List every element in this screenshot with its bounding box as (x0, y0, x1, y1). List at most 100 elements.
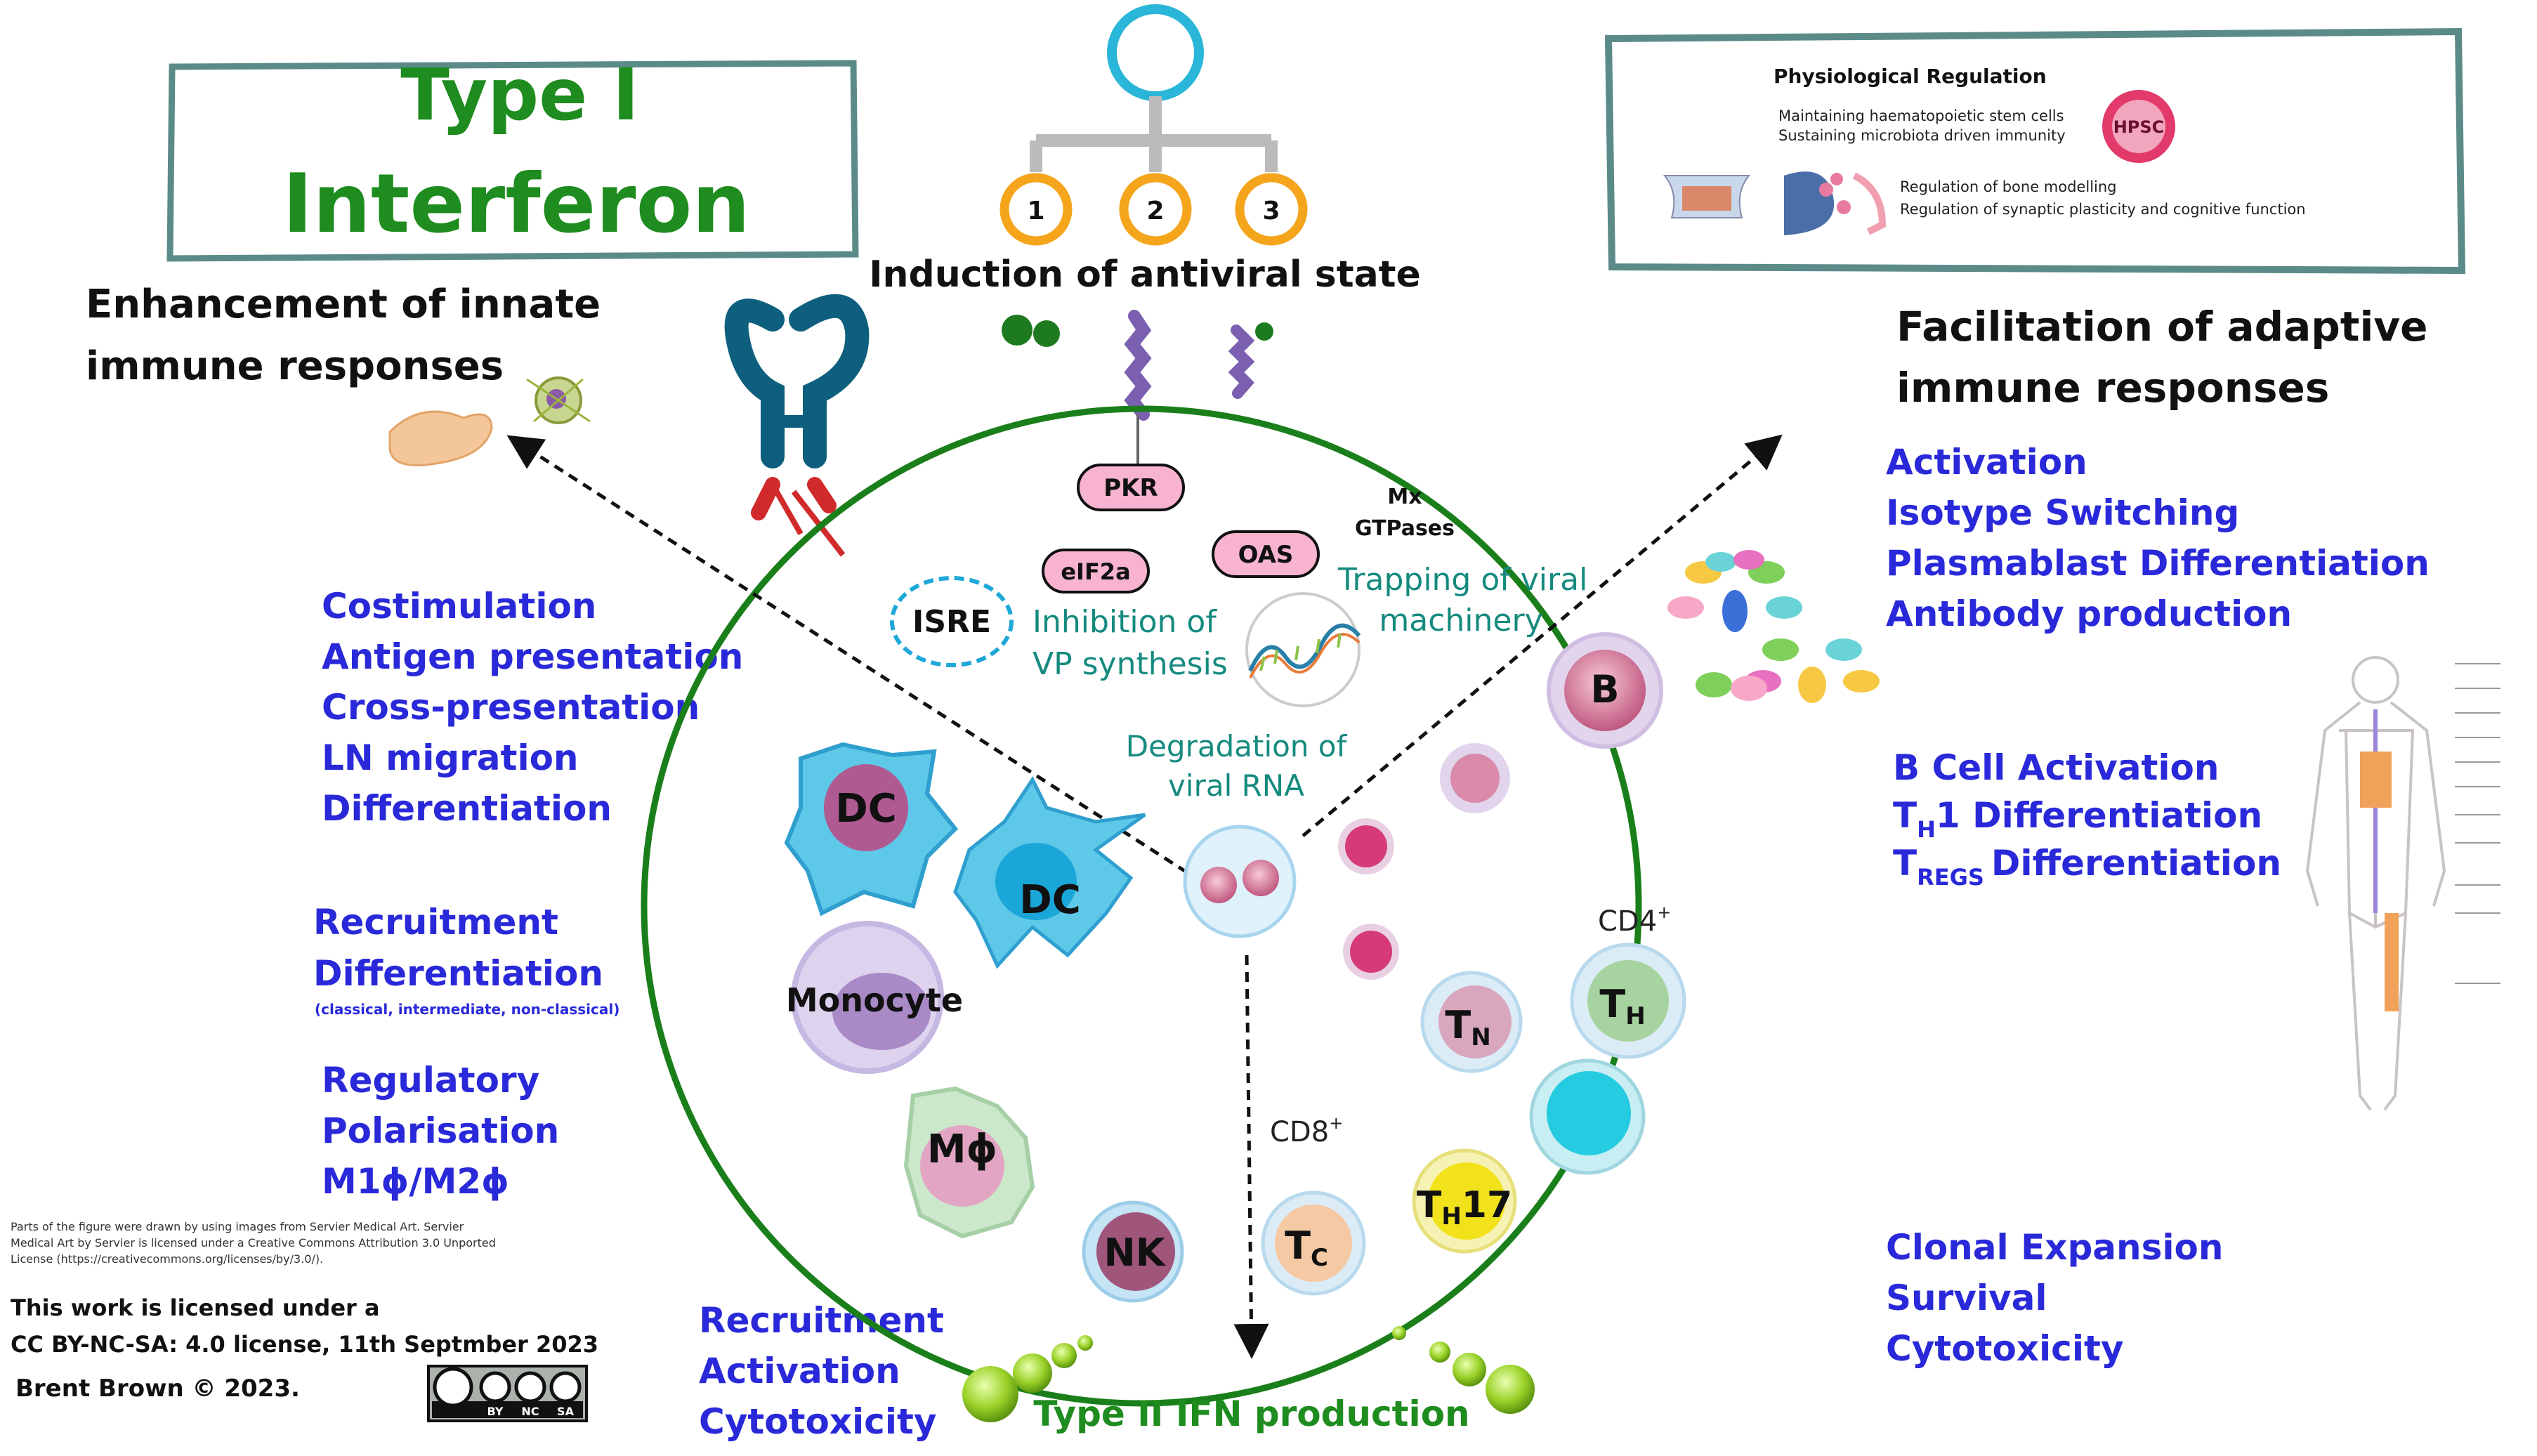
svg-text:DC: DC (1019, 877, 1081, 923)
svg-text:Mϕ: Mϕ (927, 1127, 997, 1172)
inhibition-line1: Inhibition of (1032, 604, 1217, 640)
oas-pill: OAS (1212, 530, 1320, 578)
dc-func-item: Cross-presentation (322, 687, 700, 728)
small-cell (1338, 818, 1394, 874)
mono-func-item: Recruitment (313, 902, 558, 943)
synapse-icon (1784, 171, 1887, 235)
svg-text:Monocyte: Monocyte (786, 981, 963, 1019)
mx-label: Mx (1387, 485, 1422, 509)
nk-func-item: Activation (699, 1351, 900, 1391)
antibody-cluster-icon (1667, 550, 1880, 703)
degradation-line2: viral RNA (1168, 768, 1304, 803)
credits: Parts of the figure were drawn by using … (11, 1220, 598, 1422)
degradation-line1: Degradation of (1126, 729, 1348, 763)
dc-func-item: LN migration (322, 737, 579, 778)
title-box: Type I Interferon (166, 53, 859, 262)
macrophage-cell: Mϕ (903, 1086, 1035, 1239)
nk-func-item: Recruitment (699, 1300, 944, 1341)
svg-text:TN: TN (1445, 1003, 1490, 1051)
pancreas-icon (388, 410, 493, 466)
b-func-item: Isotype Switching (1886, 492, 2239, 533)
step-node-2: 2 (1119, 173, 1192, 246)
receptor-icon (1124, 310, 1255, 467)
bone-icon (1663, 175, 1751, 218)
neutrophil-icon (526, 376, 591, 424)
gtpases-label: GTPases (1355, 516, 1455, 541)
physiological-regulation-box: Physiological Regulation Maintaining hae… (1604, 27, 2466, 275)
dc-func-item: Differentiation (322, 788, 612, 829)
small-cell (1343, 924, 1399, 980)
tc-func-item: Clonal Expansion (1886, 1227, 2223, 1268)
svg-text:2: 2 (1146, 197, 1164, 225)
svg-text:TH17: TH17 (1417, 1184, 1512, 1231)
dc-function-list: Costimulation Antigen presentation Cross… (322, 586, 743, 829)
ifn-gamma-balls-icon (962, 1326, 1535, 1422)
central-infected-cell-icon (1183, 825, 1297, 938)
nk-cell: NK (1082, 1200, 1184, 1303)
adaptive-heading-line1: Facilitation of adaptive (1896, 303, 2428, 350)
eif2a-pill: eIF2a (1042, 549, 1150, 593)
mono-func-item: Differentiation (313, 953, 603, 994)
dc-func-item: Antigen presentation (322, 636, 743, 677)
induction-heading: Induction of antiviral state (869, 254, 1421, 296)
physio-line3: Regulation of bone modelling (1900, 178, 2117, 195)
physio-line2: Sustaining microbiota driven immunity (1778, 127, 2066, 144)
dc-cell-2: DC (953, 776, 1146, 969)
innate-heading-line2: immune responses (86, 343, 504, 389)
tn-cell: TN (1420, 971, 1523, 1073)
svg-text:ISRE: ISRE (912, 604, 991, 640)
arrow-to-innate (506, 435, 1202, 884)
arrow-to-type2-ifn (1233, 955, 1269, 1359)
antibody-icon (724, 294, 870, 557)
adaptive-heading-line2: immune responses (1896, 364, 2329, 412)
arrow-to-adaptive (1302, 434, 1783, 837)
t-cell-function-list: B Cell Activation TH1 Differentiation TR… (1893, 747, 2281, 891)
physio-line1: Maintaining haematopoietic stem cells (1778, 107, 2064, 124)
mac-func-item: M1ϕ/M2ϕ (322, 1161, 509, 1202)
svg-text:B: B (1590, 667, 1619, 711)
treg-cell (1529, 1058, 1646, 1175)
step-node-1: 1 (999, 173, 1073, 246)
tc-func-item: Survival (1886, 1278, 2047, 1318)
b-func-item: Plasmablast Differentiation (1886, 543, 2430, 584)
svg-text:eIF2a: eIF2a (1061, 558, 1130, 585)
nk-function-list: Recruitment Activation Cytotoxicity (699, 1300, 944, 1442)
servier-credit-2: Medical Art by Servier is licensed under… (11, 1236, 496, 1250)
svg-text:SA: SA (557, 1405, 575, 1418)
b-cell-function-list: Activation Isotype Switching Plasmablast… (1886, 442, 2430, 634)
svg-text:NC: NC (521, 1405, 539, 1418)
human-body-lymphatic-icon (2305, 656, 2500, 1111)
svg-text:DC: DC (835, 786, 897, 832)
induction-tree: 1 2 3 Induction of antiviral state (869, 4, 1421, 296)
type2-ifn-label: Type II IFN production (1033, 1393, 1469, 1434)
monocyte-cell: Monocyte (786, 921, 963, 1074)
svg-text:1: 1 (1027, 197, 1044, 225)
small-cell (1440, 743, 1510, 813)
svg-text:BY: BY (487, 1405, 504, 1418)
tc-cell: TC (1261, 1191, 1366, 1296)
cd4-label: CD4+ (1598, 903, 1671, 938)
t-func-item: B Cell Activation (1893, 747, 2220, 788)
b-func-item: Activation (1886, 442, 2087, 483)
cell-circle (641, 405, 1642, 1407)
physio-heading: Physiological Regulation (1774, 65, 2047, 88)
th17-cell: TH17 (1412, 1148, 1517, 1254)
dc-cell-1: DC (784, 742, 959, 917)
b-func-item: Antibody production (1886, 593, 2292, 634)
th-cell: TH (1570, 943, 1686, 1059)
license-line1: This work is licensed under a (11, 1294, 380, 1321)
title-line1: Type I (400, 53, 639, 137)
b-cell: B (1547, 632, 1663, 749)
servier-credit-3: License (https://creativecommons.org/lic… (11, 1252, 323, 1266)
trapping-line2: machinery (1379, 603, 1542, 638)
servier-credit-1: Parts of the figure were drawn by using … (11, 1220, 464, 1233)
nk-func-item: Cytotoxicity (699, 1401, 936, 1442)
mac-func-item: Polarisation (322, 1110, 559, 1151)
author-credit: Brent Brown © 2023. (15, 1375, 300, 1403)
root-node-icon (1107, 4, 1204, 101)
svg-text:HPSC: HPSC (2113, 117, 2165, 137)
svg-text:TC: TC (1285, 1224, 1328, 1272)
viral-rna-icon (1245, 592, 1361, 707)
